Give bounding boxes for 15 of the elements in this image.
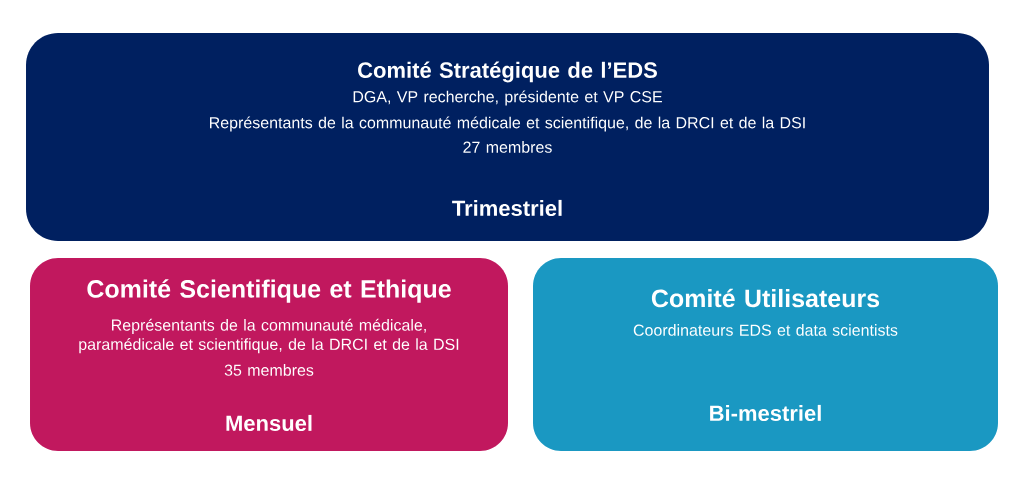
description-text: Représentants de la communauté médicale et scientifique, de la DRCI et de la DSI: [210, 116, 805, 132]
committee-box: [26, 33, 989, 241]
meeting-frequency: Bi-mestriel: [710, 404, 821, 422]
meeting-frequency: Mensuel: [226, 414, 312, 432]
committee-title: Comité Stratégique de l’EDS: [358, 61, 657, 83]
description-text: Représentants de la communauté médicale, paramédicale et scientifique, de la DRCI et de la DSI: [79, 318, 459, 354]
meeting-frequency: Trimestriel: [452, 199, 562, 217]
description-text: Coordinateurs EDS et data scientists: [633, 324, 898, 336]
description-text: DGA, VP recherche, présidente et VP CSE: [353, 90, 662, 106]
committee-title: Comité Scientifique et Ethique: [87, 279, 451, 303]
committee-box: [533, 258, 998, 451]
description-text: 27 membres: [463, 141, 552, 153]
committee-box: [30, 258, 508, 451]
committee-title: Comité Utilisateurs: [651, 288, 880, 308]
description-text: 35 membres: [224, 364, 314, 376]
